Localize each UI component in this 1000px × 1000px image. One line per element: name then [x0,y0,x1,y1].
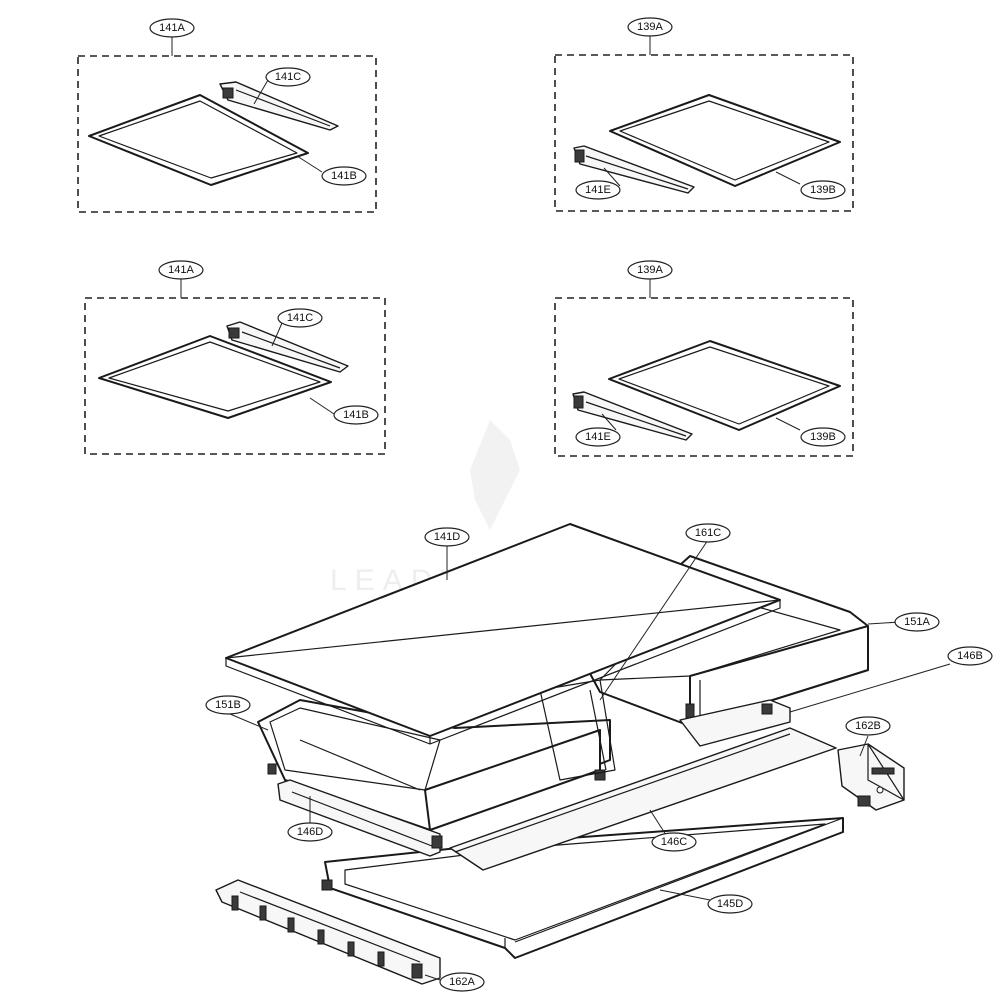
callout-141b-bottom: 141B [333,405,379,425]
callout-141c-bottom: 141C [277,308,323,328]
callout-146c: 146C [651,832,697,852]
callout-139a-top: 139A [627,17,673,37]
glass-shelf-139b-bottom [608,340,841,431]
assembly-frame-139a-top [554,54,854,212]
callout-label: 141A [168,264,194,276]
callout-146b: 146B [947,646,993,666]
callout-141e-top: 141E [575,180,621,200]
shelf-rail-141c-top [219,81,339,131]
callout-139b-bottom: 139B [800,427,846,447]
callout-label: 141A [159,22,185,34]
callout-label: 141D [434,531,460,543]
shelf-assembly-141a-top [77,36,377,213]
callout-label: 141C [275,71,301,83]
assembly-frame-139a-bottom [554,297,854,457]
callout-145d: 145D [707,894,753,914]
glass-shelf-141b-top [88,94,309,186]
crisper-drawer-assembly [215,523,951,985]
callout-label: 141C [287,312,313,324]
assembly-frame-141a-bottom [84,297,386,455]
callout-label: 146B [957,650,983,662]
callout-161c: 161C [685,523,731,543]
callout-label: 139A [637,264,663,276]
callout-label: 151A [904,616,930,628]
shelf-assembly-139a-bottom [554,279,854,457]
callout-label: 162B [855,720,881,732]
callout-139a-bottom: 139A [627,260,673,280]
crisper-glass-146c [449,727,837,871]
callout-141c-top: 141C [265,67,311,87]
callout-label: 141E [585,184,611,196]
glass-shelf-139b-top [609,94,841,187]
callout-162b: 162B [845,716,891,736]
callout-141a-bottom: 141A [158,260,204,280]
callout-label: 146C [661,836,687,848]
callout-141b-top: 141B [321,166,367,186]
callout-146d: 146D [287,822,333,842]
shelf-rail-141e-top [573,145,695,194]
callout-label: 139A [637,21,663,33]
drawer-rail-146b [679,699,791,747]
callout-141a-top: 141A [149,18,195,38]
callout-141d: 141D [424,527,470,547]
callout-label: 145D [717,898,743,910]
drawer-divider-161c [539,679,616,781]
callout-141e-bottom: 141E [575,427,621,447]
shelf-assembly-139a-top [554,36,854,212]
shelf-rail-141c-bottom [226,321,349,373]
callout-162a: 162A [439,972,485,992]
callout-label: 141E [585,431,611,443]
bracket-162a [215,879,441,985]
callout-label: 141B [331,170,357,182]
callout-label: 151B [215,699,241,711]
crisper-cover-glass-141d [225,523,781,745]
callout-151b: 151B [205,695,251,715]
callout-139b-top: 139B [800,180,846,200]
callout-label: 141B [343,409,369,421]
callout-label: 139B [810,431,836,443]
callout-label: 162A [449,976,475,988]
drawer-rail-146d [277,779,443,857]
shelf-rail-141e-bottom [572,391,693,441]
callout-label: 161C [695,527,721,539]
callout-label: 139B [810,184,836,196]
shelf-assembly-141a-bottom [84,279,386,455]
assembly-frame-141a-top [77,55,377,213]
glass-shelf-141b-bottom [98,335,332,419]
callout-151a: 151A [894,612,940,632]
bracket-162b [837,743,905,811]
callout-label: 146D [297,826,323,838]
